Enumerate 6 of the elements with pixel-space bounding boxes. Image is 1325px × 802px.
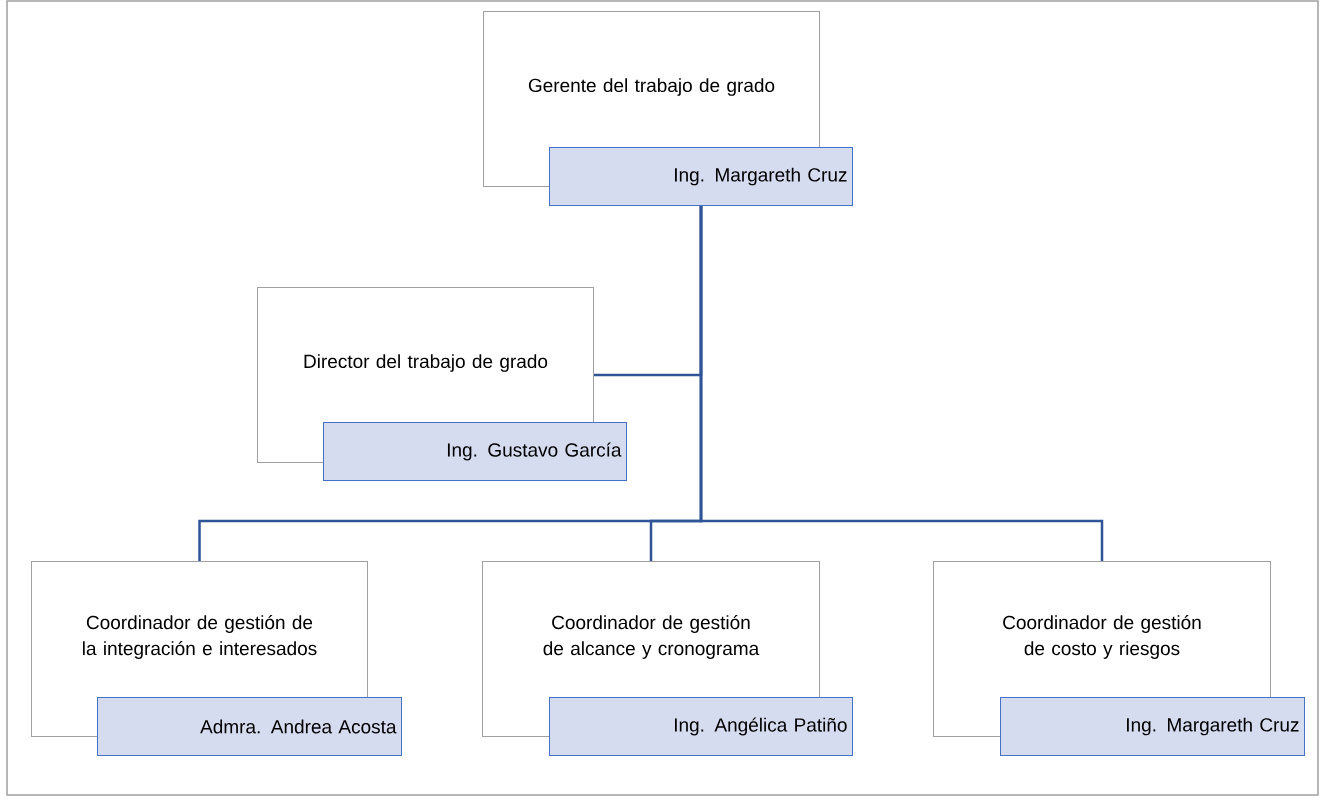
name-bar: Ing. Angélica Patiño	[549, 697, 853, 756]
name-bar: Admra. Andrea Acosta	[97, 697, 402, 756]
name-bar: Ing. Gustavo García	[323, 422, 627, 481]
name-bar: Ing. Margareth Cruz	[549, 147, 853, 206]
name-bar: Ing. Margareth Cruz	[1000, 697, 1305, 756]
connector-line	[699, 206, 1104, 561]
